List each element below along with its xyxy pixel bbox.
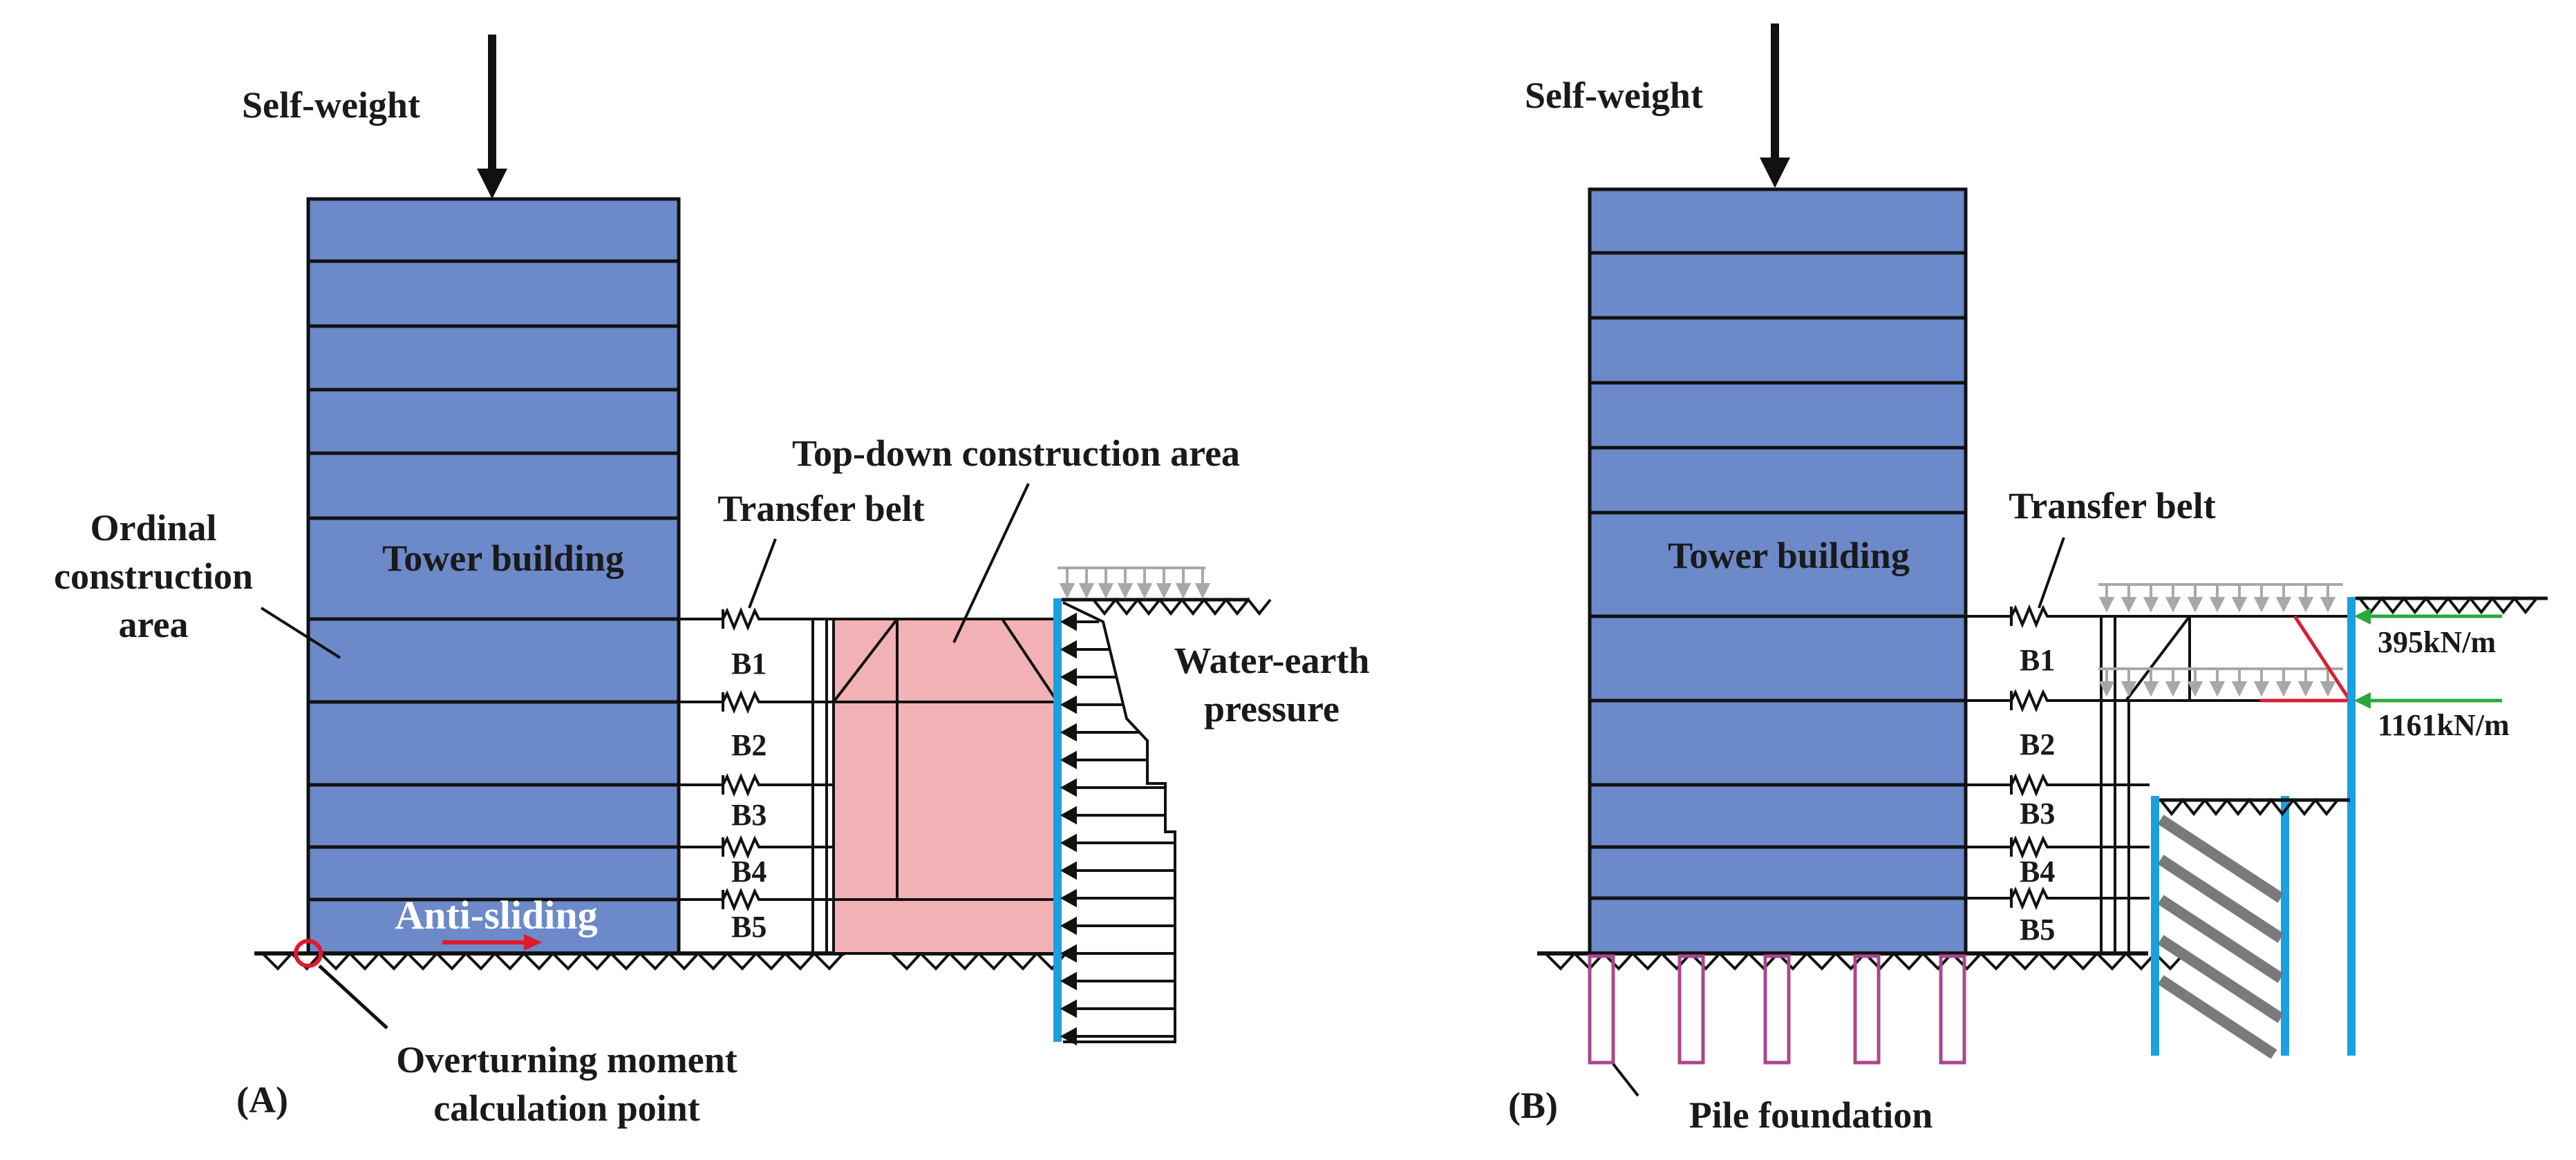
self-weight-label-b: Self-weight	[1525, 75, 1703, 116]
panel-b-label: (B)	[1508, 1085, 1558, 1126]
reaction-arrow-lower	[2354, 692, 2502, 709]
basement-label-b3-a: B3	[731, 798, 767, 832]
basement-label-b4-a: B4	[731, 855, 767, 888]
water-earth-pressure-diagram	[1060, 601, 1176, 1046]
reaction-arrow-upper	[2354, 608, 2502, 625]
transfer-belt-label-a: Transfer belt	[717, 488, 924, 529]
panel-a: Self-weight Tower building Ordinal const…	[54, 35, 1369, 1129]
ordinal-area-line-2: construction	[54, 555, 253, 597]
ground-line-b	[1537, 951, 2185, 971]
surcharge-load-a	[1057, 567, 1211, 599]
overturning-label-line-2: calculation point	[433, 1087, 700, 1129]
self-weight-arrow	[477, 35, 507, 199]
basement-label-b3-b: B3	[2020, 797, 2055, 830]
surcharge-load-b-lower	[2098, 667, 2343, 697]
basement-label-b2-a: B2	[731, 728, 767, 762]
basement-label-b4-b: B4	[2020, 855, 2055, 888]
tower-building-b	[1588, 187, 1968, 955]
top-down-area-label: Top-down construction area	[792, 432, 1240, 474]
load-label-upper: 395kN/m	[2378, 625, 2496, 659]
panel-b: Self-weight Tower building	[1508, 23, 2548, 1136]
overturning-point-marker	[294, 939, 323, 968]
anti-sliding-label: Anti-sliding	[395, 893, 597, 938]
load-transfer-struts	[2260, 615, 2352, 703]
self-weight-arrow-b	[1760, 23, 1790, 188]
pile-foundation	[1588, 954, 1966, 1065]
self-weight-label: Self-weight	[242, 84, 420, 126]
ground-surface-b	[2356, 596, 2548, 615]
tower-building-label: Tower building	[382, 538, 624, 579]
ordinal-area-line-3: area	[119, 604, 189, 645]
ground-line-a	[254, 951, 1067, 971]
transfer-belt-leader-b	[2038, 537, 2065, 609]
transfer-columns-b	[2100, 615, 2191, 953]
water-earth-pressure-line-2: pressure	[1204, 688, 1339, 730]
anti-sliding-arrow	[442, 934, 542, 951]
pile-foundation-leader	[1612, 1063, 1639, 1097]
slab-springs-a	[679, 607, 834, 912]
basement-label-b5-a: B5	[731, 910, 767, 944]
tower-building-label-b: Tower building	[1668, 535, 1910, 576]
top-down-area-leader	[952, 483, 1030, 643]
lower-excavation	[2151, 796, 2350, 1059]
basement-label-b1-b: B1	[2020, 643, 2055, 677]
overturning-label-line-1: Overturning moment	[396, 1039, 737, 1081]
pile-foundation-label: Pile foundation	[1689, 1094, 1933, 1136]
transfer-columns-a	[811, 619, 828, 953]
overturning-point-leader	[318, 964, 388, 1029]
top-down-area	[832, 618, 1059, 955]
water-earth-pressure-line-1: Water-earth	[1174, 640, 1370, 681]
basement-label-b5-b: B5	[2020, 913, 2055, 947]
slab-springs-b	[1966, 604, 2350, 911]
basement-label-b1-a: B1	[731, 647, 767, 681]
ordinal-area-leader	[260, 607, 341, 659]
panel-a-label: (A)	[236, 1079, 288, 1121]
ordinal-area-line-1: Ordinal	[90, 507, 216, 549]
transfer-belt-leader-a	[748, 538, 777, 609]
transfer-belt-label-b: Transfer belt	[2009, 485, 2215, 526]
surcharge-load-b-upper	[2098, 583, 2343, 613]
ground-surface-a	[1062, 597, 1272, 616]
load-label-lower: 1161kN/m	[2378, 708, 2510, 742]
basement-label-b2-b: B2	[2020, 728, 2055, 761]
